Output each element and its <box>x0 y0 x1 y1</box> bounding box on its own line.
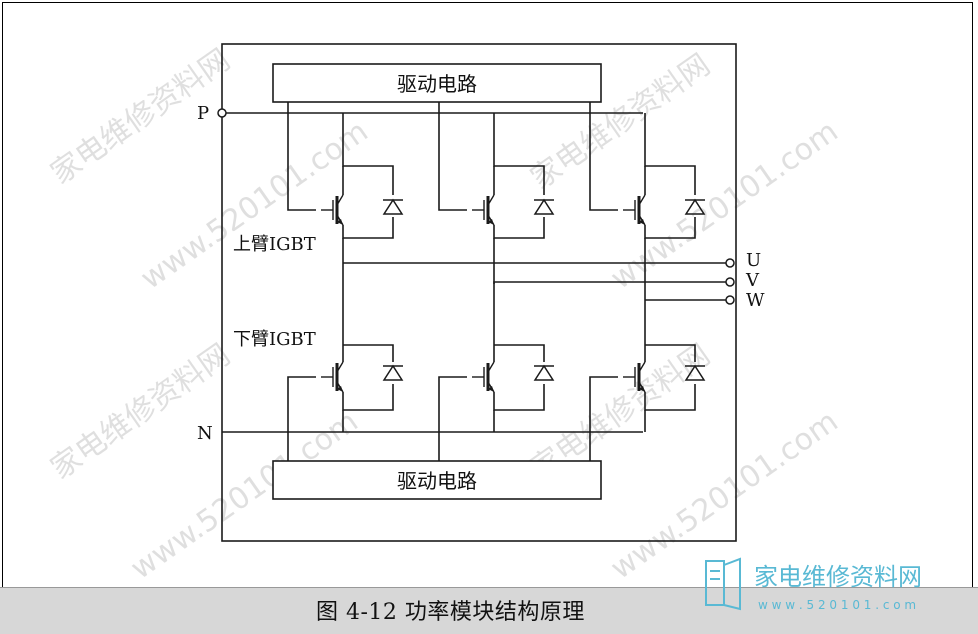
drive-circuit-top-label: 驱动电路 <box>397 72 477 96</box>
terminal-u-label: U <box>746 250 761 271</box>
igbt-upper-1 <box>319 193 345 227</box>
terminal-p-label: P <box>197 103 209 124</box>
igbt-lower-1 <box>319 360 345 394</box>
logo-url: w w w . 5 2 0 1 0 1 . c o m <box>758 598 916 612</box>
site-logo: 家电维修资料网 w w w . 5 2 0 1 0 1 . c o m <box>705 557 922 612</box>
igbt-upper-2 <box>470 193 496 227</box>
igbt-lower-2 <box>470 360 496 394</box>
terminal-p <box>217 108 227 118</box>
watermark-url: www.520101.com <box>605 114 845 297</box>
logo-name: 家电维修资料网 <box>754 563 922 591</box>
watermark-text: 家电维修资料网 <box>45 337 237 486</box>
igbt-upper-3 <box>621 193 647 227</box>
terminal-u <box>725 258 735 268</box>
drive-circuit-bottom-label: 驱动电路 <box>397 469 477 493</box>
figure-caption: 图 4-12 功率模块结构原理 <box>316 600 585 625</box>
drive-circuit-bottom <box>272 460 602 500</box>
module-outline <box>221 43 737 542</box>
watermark-layer: 家电维修资料网 www.520101.com 家电维修资料网 www.52010… <box>45 42 845 586</box>
lower-igbt-label: 下臂IGBT <box>233 329 316 350</box>
diode-upper-2 <box>533 199 555 215</box>
terminal-n-label: N <box>197 423 213 444</box>
upper-igbt-label: 上臂IGBT <box>233 234 316 255</box>
caption-bar <box>0 587 978 634</box>
terminal-v <box>725 277 735 287</box>
diode-lower-2 <box>533 365 555 381</box>
diode-lower-1 <box>382 365 404 381</box>
terminal-w-label: W <box>746 290 765 311</box>
terminal-v-label: V <box>745 270 760 291</box>
watermark-url: www.520101.com <box>135 114 375 297</box>
terminal-w <box>725 295 735 305</box>
drive-circuit-top <box>272 63 602 103</box>
diode-upper-1 <box>382 199 404 215</box>
